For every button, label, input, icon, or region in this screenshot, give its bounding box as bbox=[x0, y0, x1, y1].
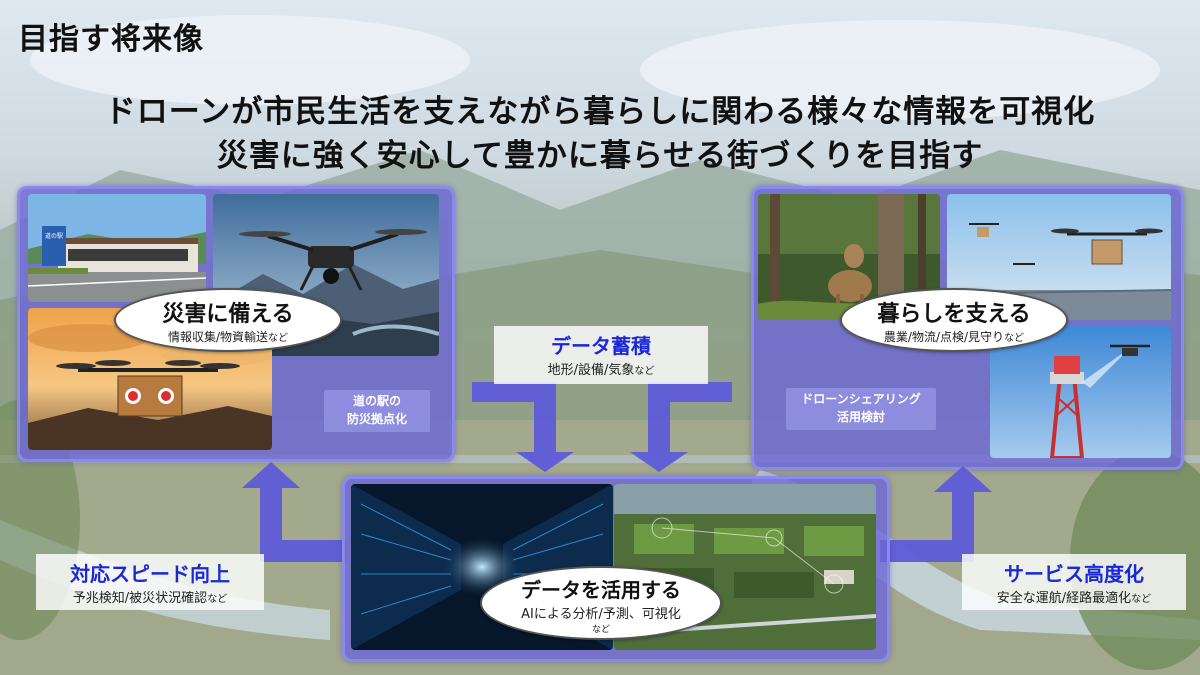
daily-life-label: 暮らしを支える 農業/物流/点検/見守りなど bbox=[840, 288, 1068, 352]
response-speed-detail: 予兆検知/被災状況確認 bbox=[72, 591, 208, 606]
arrow-center-to-right bbox=[880, 466, 992, 562]
roadside-station-photo: 道の駅 bbox=[28, 194, 206, 302]
service-advancement-box: サービス高度化 安全な運航/経路最適化など bbox=[962, 554, 1186, 610]
service-advancement-suffix: など bbox=[1131, 594, 1152, 605]
service-advancement-heading: サービス高度化 bbox=[1004, 562, 1144, 586]
drone-sharing-note-line1: ドローンシェアリング bbox=[801, 392, 921, 406]
data-utilization-label: データを活用する AIによる分析/予測、可視化 など bbox=[480, 566, 722, 640]
data-accumulation-suffix: など bbox=[634, 366, 655, 377]
tower-inspection-photo bbox=[990, 326, 1171, 458]
data-utilization-detail: AIによる分析/予測、可視化 bbox=[521, 607, 681, 622]
arrow-center-to-left bbox=[242, 462, 346, 562]
daily-life-detail: 農業/物流/点検/見守り bbox=[883, 330, 1005, 344]
response-speed-box: 対応スピード向上 予兆検知/被災状況確認など bbox=[36, 554, 264, 610]
data-utilization-heading: データを活用する bbox=[521, 578, 681, 602]
disaster-prep-suffix: など bbox=[268, 333, 289, 344]
headline-line-1: ドローンが市民生活を支えながら暮らしに関わる様々な情報を可視化 bbox=[104, 94, 1096, 130]
disaster-prep-heading: 災害に備える bbox=[162, 302, 294, 327]
arrow-life-to-center bbox=[630, 382, 732, 472]
disaster-prep-label: 災害に備える 情報収集/物資輸送など bbox=[114, 288, 342, 352]
data-accumulation-heading: データ蓄積 bbox=[551, 334, 651, 358]
page-title: 目指す将来像 bbox=[18, 22, 204, 57]
daily-life-suffix: など bbox=[1004, 333, 1025, 344]
response-speed-heading: 対応スピード向上 bbox=[70, 562, 230, 586]
headline-line-2: 災害に強く安心して豊かに暮らせる街づくりを目指す bbox=[216, 138, 984, 174]
daily-life-heading: 暮らしを支える bbox=[877, 302, 1031, 327]
data-accumulation-box: データ蓄積 地形/設備/気象など bbox=[494, 326, 708, 384]
arrow-disaster-to-center bbox=[472, 382, 574, 472]
disaster-prep-detail: 情報収集/物資輸送 bbox=[167, 330, 269, 344]
roadside-station-note-line1: 道の駅の bbox=[352, 394, 401, 408]
drone-sharing-note: ドローンシェアリング 活用検討 bbox=[786, 388, 936, 430]
roadside-station-note-line2: 防災拠点化 bbox=[346, 412, 407, 426]
roadside-station-sign: 道の駅 bbox=[45, 232, 63, 240]
smart-farmland-photo bbox=[614, 484, 876, 650]
data-accumulation-detail: 地形/設備/気象 bbox=[547, 363, 635, 378]
roadside-station-note: 道の駅の 防災拠点化 bbox=[324, 390, 430, 432]
drone-sharing-note-line2: 活用検討 bbox=[836, 410, 885, 424]
service-advancement-detail: 安全な運航/経路最適化 bbox=[996, 591, 1132, 606]
response-speed-suffix: など bbox=[207, 594, 228, 605]
data-utilization-suffix: など bbox=[591, 625, 610, 635]
